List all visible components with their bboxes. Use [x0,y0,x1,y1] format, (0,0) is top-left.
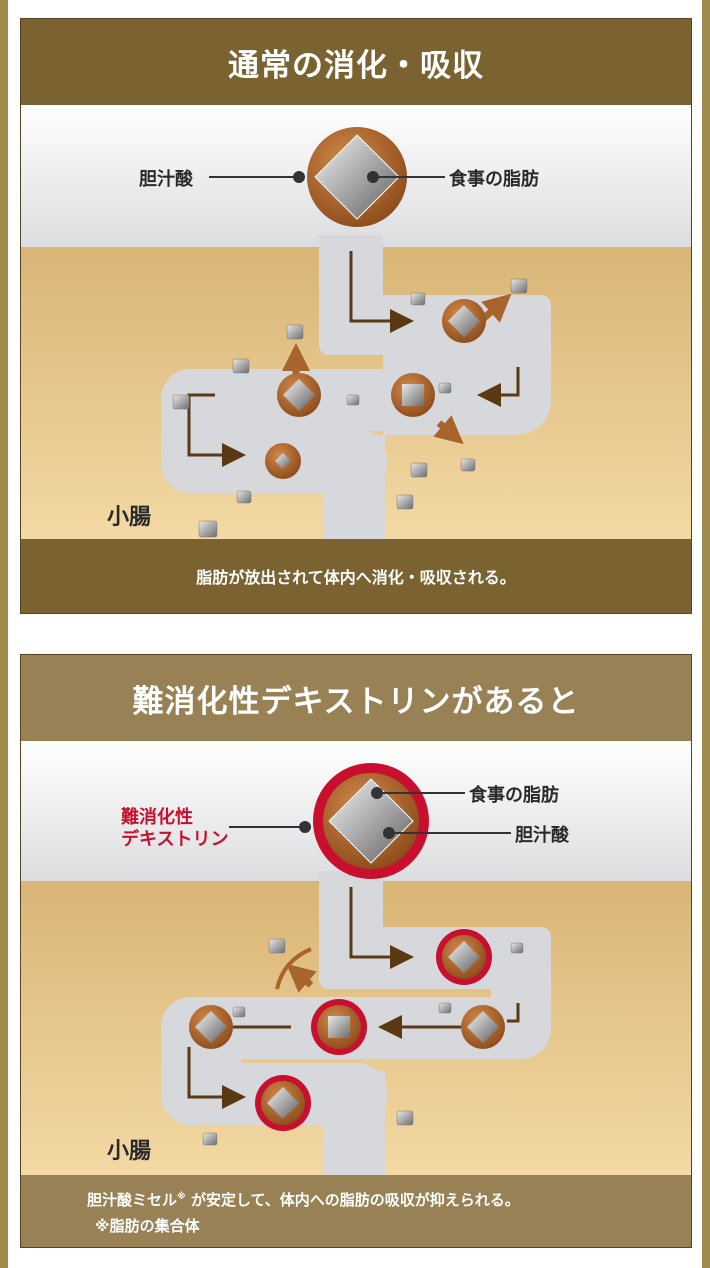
small-intestine-label: 小腸 [107,505,152,530]
micelle-large [307,127,407,227]
dextrin-label: 難消化性 デキストリン [121,807,228,851]
dextrin-diagram [21,741,691,1175]
panel-title: 難消化性デキストリンがあると [21,655,691,741]
bile-acid-label: 胆汁酸 [139,169,193,190]
micelle-2 [277,373,321,417]
fat-particles [172,278,528,538]
dietary-fat-label: 食事の脂肪 [469,785,559,806]
dextrin-scene: 食事の脂肪 胆汁酸 難消化性 デキストリン 小腸 [21,741,691,1175]
dextrin-micelle-5 [255,1075,311,1131]
intestine-tube [161,871,551,1175]
page: 通常の消化・吸収 [8,0,702,1268]
small-intestine-label: 小腸 [107,1139,152,1164]
digestion-scene: 胆汁酸 食事の脂肪 小腸 [21,105,691,539]
dextrin-micelle-1 [436,929,492,985]
micelle-4 [265,443,301,479]
micelle-3 [391,373,435,417]
fat-particles [202,938,524,1146]
caption-line1: 胆汁酸ミセル※ が安定して、体内への脂肪の吸収が抑えられる。 [87,1189,520,1210]
dextrin-micelle-3 [311,999,367,1055]
panel-caption: 胆汁酸ミセル※ が安定して、体内への脂肪の吸収が抑えられる。 ※脂肪の集合体 [21,1175,691,1247]
micelle-2 [461,1005,505,1049]
micelle-4 [189,1005,233,1049]
caption-rest: が安定して、体内への脂肪の吸収が抑えられる。 [185,1191,520,1209]
digestion-diagram [21,105,691,539]
dietary-fat-label: 食事の脂肪 [449,169,539,190]
caption-footnote-mark: ※ [177,1192,186,1202]
dextrin-panel: 難消化性デキストリンがあると [20,654,692,1248]
dextrin-label-line2: デキストリン [121,829,229,850]
dextrin-label-line1: 難消化性 [121,807,193,828]
panel-title: 通常の消化・吸収 [21,19,691,105]
dextrin-micelle-large [313,763,429,879]
bile-acid-label: 胆汁酸 [515,825,569,846]
caption-footnote: ※脂肪の集合体 [95,1217,200,1235]
normal-digestion-panel: 通常の消化・吸収 [20,18,692,614]
micelle-1 [442,299,486,343]
caption-term: 胆汁酸ミセル [87,1191,178,1209]
panel-caption: 脂肪が放出されて体内へ消化・吸収される。 [21,539,691,613]
